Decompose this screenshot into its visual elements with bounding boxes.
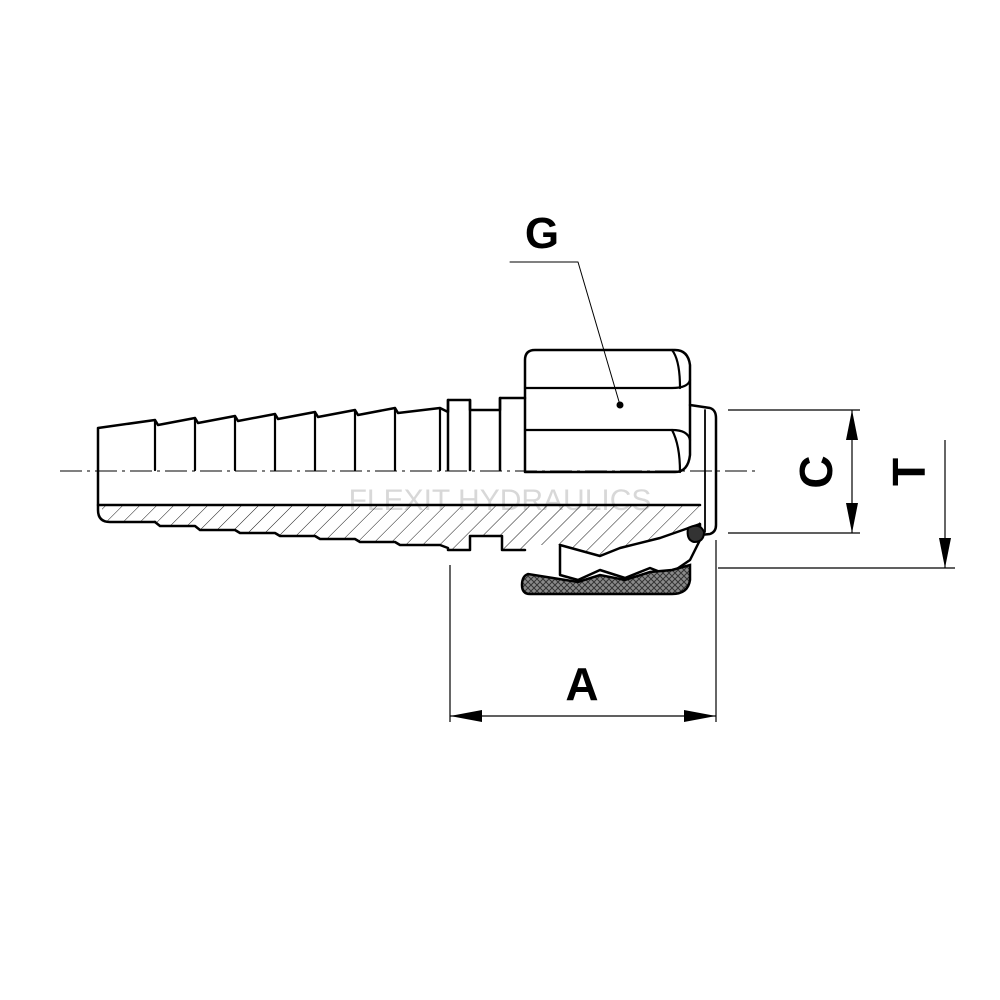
dimension-a bbox=[449, 540, 717, 722]
seal-ring bbox=[520, 563, 692, 596]
hex-nut-flats bbox=[523, 348, 692, 474]
label-g: G bbox=[525, 209, 559, 258]
label-a: A bbox=[565, 658, 598, 710]
nipple-lower-outline bbox=[153, 520, 527, 552]
label-t: T bbox=[883, 458, 935, 486]
hex-nut bbox=[523, 348, 692, 474]
nipple-section-hatch bbox=[100, 505, 700, 556]
o-ring bbox=[686, 524, 706, 544]
thread-end bbox=[688, 403, 718, 538]
barb-rings bbox=[153, 406, 442, 472]
label-c: C bbox=[790, 455, 842, 488]
collar-edges bbox=[446, 396, 502, 472]
dimension-t bbox=[718, 440, 955, 569]
dimension-c bbox=[728, 409, 860, 534]
leader-g bbox=[509, 261, 621, 406]
leader-g-dot bbox=[616, 401, 624, 409]
